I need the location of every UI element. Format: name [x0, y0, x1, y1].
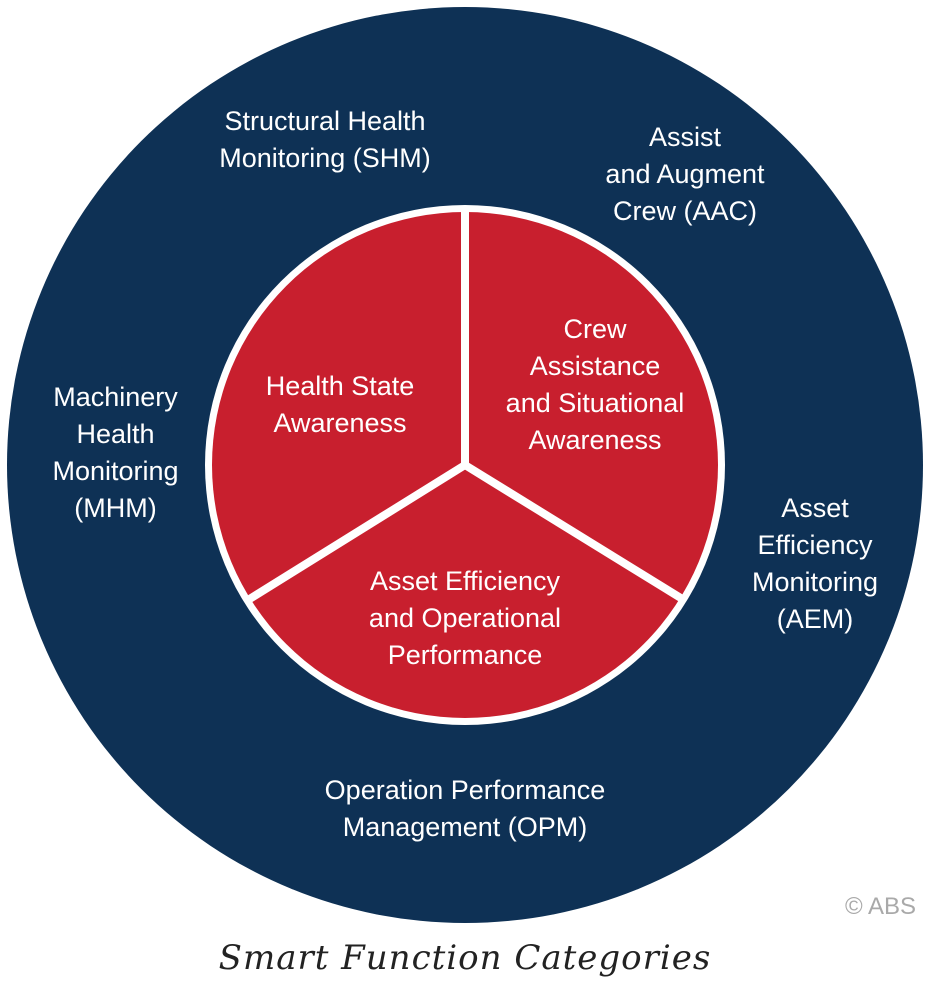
label-mhm: Machinery Health Monitoring (MHM)	[52, 382, 179, 523]
label-shm: Structural Health Monitoring (SHM)	[219, 106, 431, 173]
label-opm: Operation Performance Management (OPM)	[324, 775, 606, 842]
copyright-text: © ABS	[844, 893, 916, 920]
label-crew-assistance: Crew Assistance and Situational Awarenes…	[505, 314, 685, 455]
label-aem: Asset Efficiency Monitoring (AEM)	[751, 493, 879, 634]
divider-right	[462, 461, 687, 604]
smart-function-diagram	[7, 7, 923, 923]
label-aac: Assist and Augment Crew (AAC)	[605, 122, 765, 226]
divider-left	[245, 461, 468, 604]
label-asset-efficiency: Asset Efficiency and Operational Perform…	[368, 566, 562, 670]
figure-caption: Smart Function Categories	[218, 938, 712, 978]
label-health-state-awareness: Health State Awareness	[265, 371, 415, 438]
